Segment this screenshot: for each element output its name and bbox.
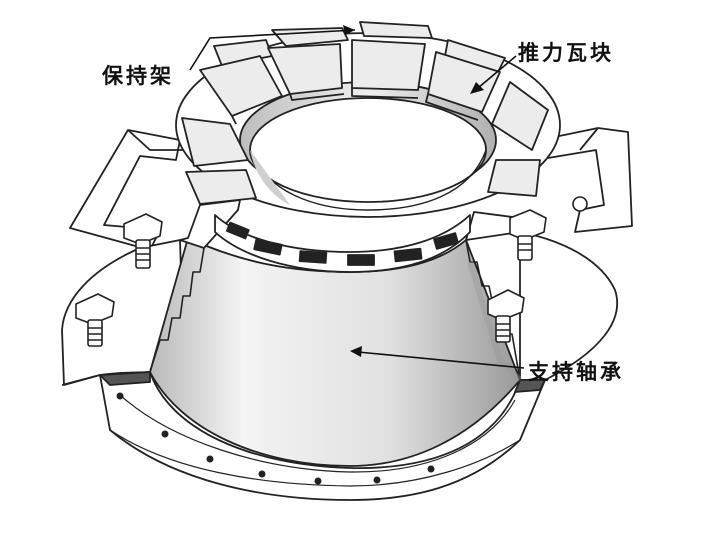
bolt-icon: [487, 289, 525, 343]
label-cage: 保持架: [102, 64, 174, 88]
thrust-pads: [181, 21, 549, 205]
label-support-bearing: 支持轴承: [528, 360, 624, 384]
label-thrust-pad: 推力瓦块: [518, 41, 614, 65]
bolt-icon: [75, 293, 115, 347]
split-plane: [179, 199, 521, 249]
leader-lines: [189, 25, 525, 369]
bolts: [75, 196, 588, 347]
thrust-base-ring: [214, 214, 471, 273]
bolt-icon: [509, 209, 547, 261]
bolt-icon: [123, 213, 163, 269]
lower-shell: [99, 371, 546, 501]
